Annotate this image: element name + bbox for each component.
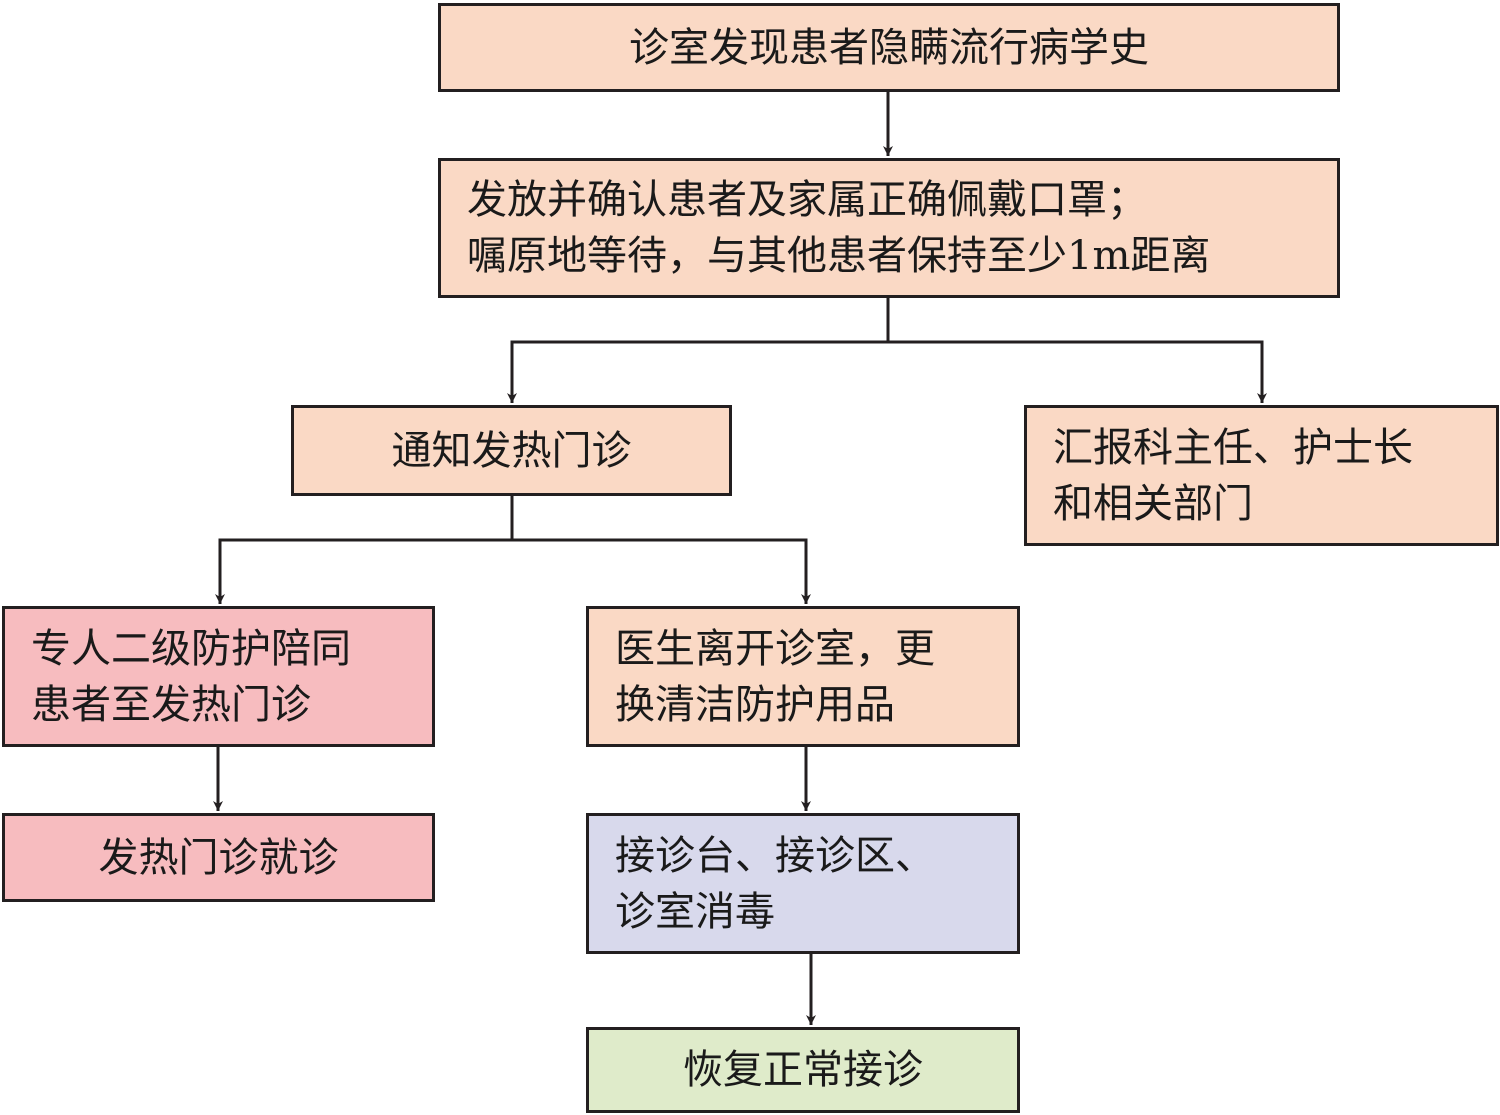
node-escort-line-2: 患者至发热门诊 <box>31 681 311 728</box>
node-fever-clinic-visit: 发热门诊就诊 <box>2 813 435 902</box>
node-escort-patient: 专人二级防护陪同 患者至发热门诊 <box>2 606 435 747</box>
node-disinfect-line-2: 诊室消毒 <box>615 888 775 935</box>
node-doctor-change-ppe: 医生离开诊室，更 换清洁防护用品 <box>586 606 1020 747</box>
node-doctor-line-2: 换清洁防护用品 <box>615 681 895 728</box>
node-notify-line-1: 通知发热门诊 <box>391 427 632 474</box>
node-notify-fever-clinic: 通知发热门诊 <box>291 405 732 496</box>
node-discover-hidden-history: 诊室发现患者隐瞒流行病学史 <box>438 3 1340 92</box>
node-disinfect-area: 接诊台、接诊区、 诊室消毒 <box>586 813 1020 954</box>
connector-notify-to-doctor <box>512 538 811 604</box>
node-report-line-2: 和相关部门 <box>1053 480 1253 527</box>
connector-notify-split <box>215 496 514 604</box>
node-doctor-line-1: 医生离开诊室，更 <box>615 625 935 672</box>
node-disinfect-line-1: 接诊台、接诊区、 <box>615 832 935 879</box>
node-mask-line-1: 发放并确认患者及家属正确佩戴口罩； <box>467 177 1147 223</box>
node-resume-line-1: 恢复正常接诊 <box>683 1047 923 1093</box>
node-mask-and-wait: 发放并确认患者及家属正确佩戴口罩； 嘱原地等待，与其他患者保持至少1m距离 <box>438 158 1340 298</box>
node-report-to-director: 汇报科主任、护士长 和相关部门 <box>1024 405 1499 546</box>
node-visit-line-1: 发热门诊就诊 <box>98 834 339 881</box>
node-discover-line-1: 诊室发现患者隐瞒流行病学史 <box>629 24 1149 71</box>
node-report-line-1: 汇报科主任、护士长 <box>1053 424 1413 471</box>
connector-mask-split <box>507 298 890 403</box>
node-mask-line-2: 嘱原地等待，与其他患者保持至少1m距离 <box>467 233 1211 279</box>
connector-mask-to-report <box>888 340 1267 403</box>
node-resume-normal: 恢复正常接诊 <box>586 1027 1020 1113</box>
node-escort-line-1: 专人二级防护陪同 <box>31 625 351 672</box>
